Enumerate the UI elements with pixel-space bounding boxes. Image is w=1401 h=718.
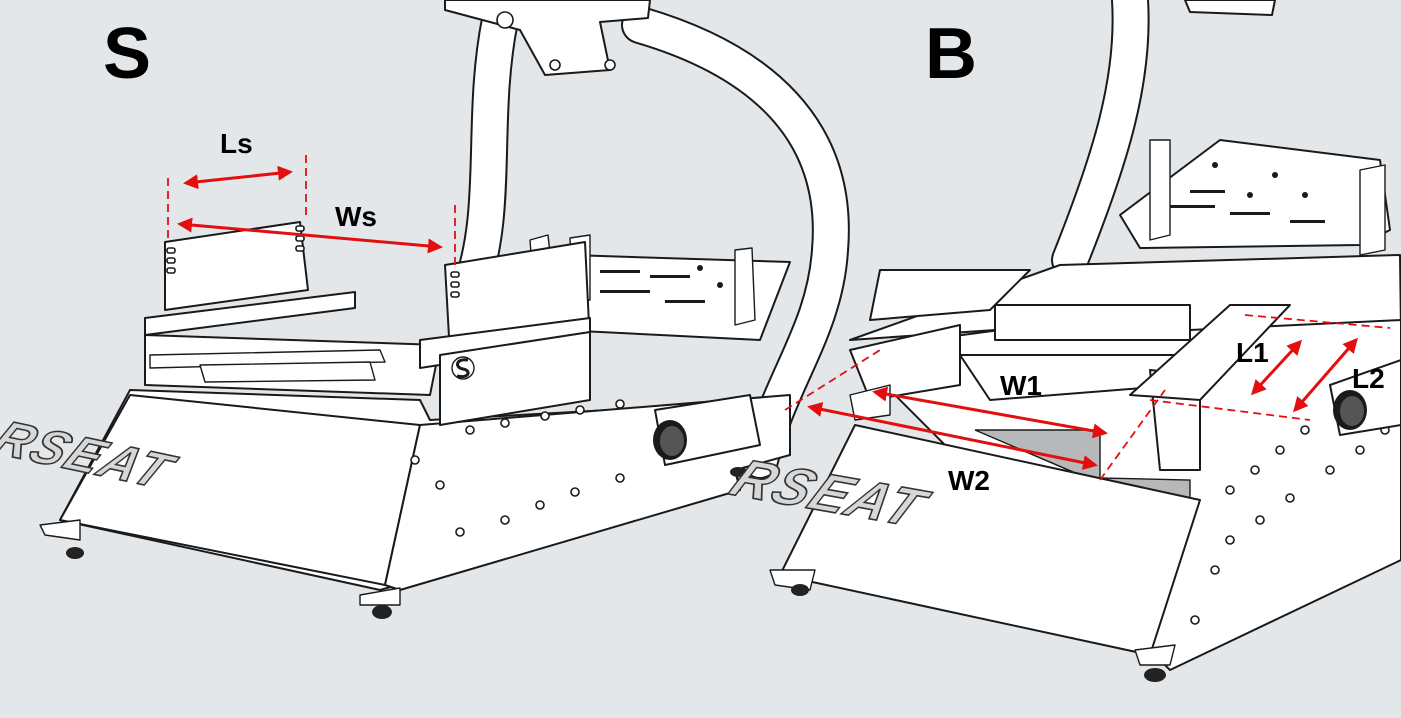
label-w1: W1 [1000,370,1042,401]
ls-arrow [183,165,293,190]
dimension-annotations: Ls Ws W1 W2 L1 L2 [167,128,1391,496]
ws-arrow [177,217,443,254]
w2-arrow [807,402,1098,470]
l1-extension-top [1244,314,1391,329]
w2-extension-left [784,349,881,411]
w2-extension-right [1099,389,1166,481]
label-ws: Ws [335,201,377,232]
label-l1: L1 [1236,337,1269,368]
l1-arrow [1250,339,1303,396]
panel-title-s: S [103,14,151,94]
panel-title-b: B [925,14,977,94]
l1-extension-bottom [1149,399,1311,421]
label-ls: Ls [220,128,253,159]
l2-arrow [1293,337,1358,413]
label-w2: W2 [948,465,990,496]
label-l2: L2 [1352,363,1385,394]
